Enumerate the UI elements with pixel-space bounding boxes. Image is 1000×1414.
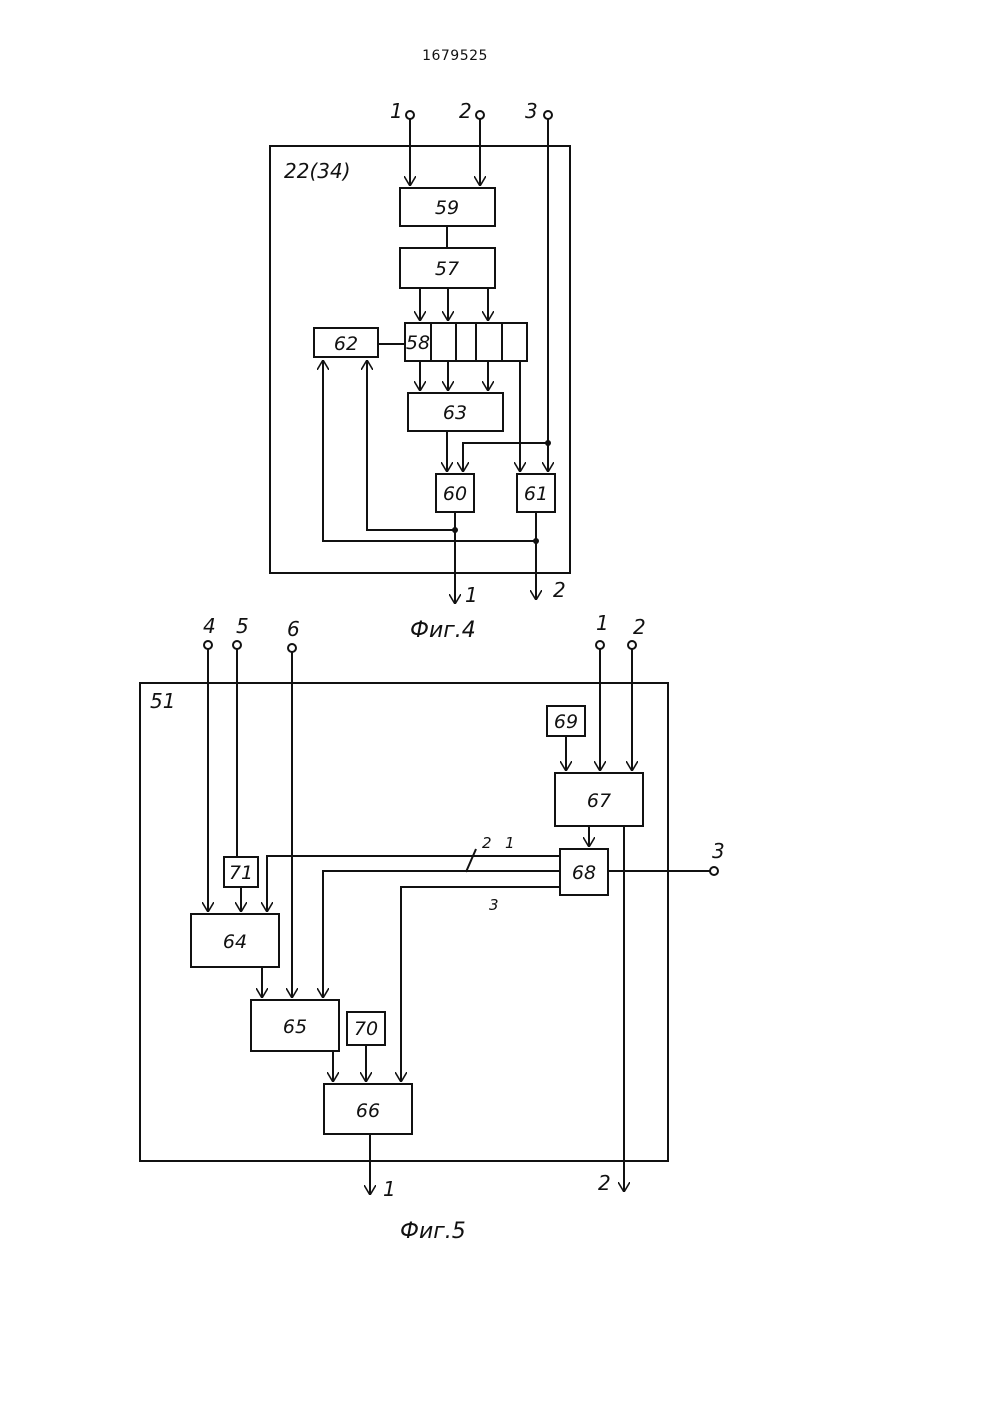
fig4-input-label-1: 1 (390, 99, 403, 123)
fig4-output-label-1: 1 (465, 583, 478, 607)
block-69-label: 69 (554, 711, 578, 733)
block-60-label: 60 (443, 483, 467, 505)
block-66-label: 66 (356, 1100, 380, 1122)
fig5-input-label-1: 1 (596, 611, 609, 635)
fig4-input-terminal-2 (476, 111, 484, 119)
block-59-label: 59 (435, 197, 459, 219)
unit-51-label: 51 (150, 689, 175, 713)
wire-68-out3-to-66 (401, 887, 560, 1082)
fig5-input-terminal-6 (288, 644, 296, 652)
block-61-label: 61 (524, 483, 548, 505)
block-58-label: 58 (406, 332, 430, 354)
fig5-input-label-6: 6 (287, 617, 300, 641)
figure-4: 22(34) 1 2 3 59 57 (270, 99, 570, 643)
block-64-label: 64 (223, 931, 247, 953)
block-67-label: 67 (587, 790, 611, 812)
fig4-output-label-2: 2 (553, 578, 566, 602)
wire-68-out2-to-64 (267, 856, 560, 912)
block-57-label: 57 (435, 258, 459, 280)
wire-label-2: 2 (482, 834, 492, 852)
block-68-label: 68 (572, 862, 596, 884)
fig4-caption: Фиг.4 (410, 618, 476, 643)
fig5-output-label-1: 1 (383, 1177, 396, 1201)
block-63-label: 63 (443, 402, 467, 424)
fig5-output-label-2: 2 (598, 1171, 611, 1195)
wire-label-1: 1 (505, 834, 515, 852)
wire-61-feedback-to-62 (323, 360, 536, 541)
fig5-input-label-2: 2 (633, 615, 646, 639)
fig4-input-label-2: 2 (459, 99, 472, 123)
fig5-caption: Фиг.5 (400, 1219, 466, 1244)
wire-in3-to-60 (463, 443, 548, 472)
fig5-input-terminal-5 (233, 641, 241, 649)
fig5-side-terminal-label: 3 (712, 839, 725, 863)
fig5-input-terminal-1 (596, 641, 604, 649)
wire-label-3: 3 (489, 896, 499, 914)
fig5-input-label-4: 4 (203, 614, 216, 638)
unit-22-label: 22(34) (284, 159, 351, 183)
block-70-label: 70 (354, 1018, 378, 1040)
fig5-side-terminal-3 (710, 867, 718, 875)
figure-5: 51 4 5 6 1 2 69 67 68 (140, 611, 725, 1244)
fig4-input-terminal-1 (406, 111, 414, 119)
fig4-input-terminal-3 (544, 111, 552, 119)
block-65-label: 65 (283, 1016, 307, 1038)
wire-crossing-tick (466, 849, 476, 872)
fig4-input-label-3: 3 (525, 99, 538, 123)
fig5-input-terminal-2 (628, 641, 636, 649)
wire-68-out1-to-65 (323, 871, 560, 998)
fig5-input-label-5: 5 (236, 614, 249, 638)
block-62-label: 62 (334, 333, 358, 355)
block-71-label: 71 (229, 862, 253, 884)
fig5-input-terminal-4 (204, 641, 212, 649)
